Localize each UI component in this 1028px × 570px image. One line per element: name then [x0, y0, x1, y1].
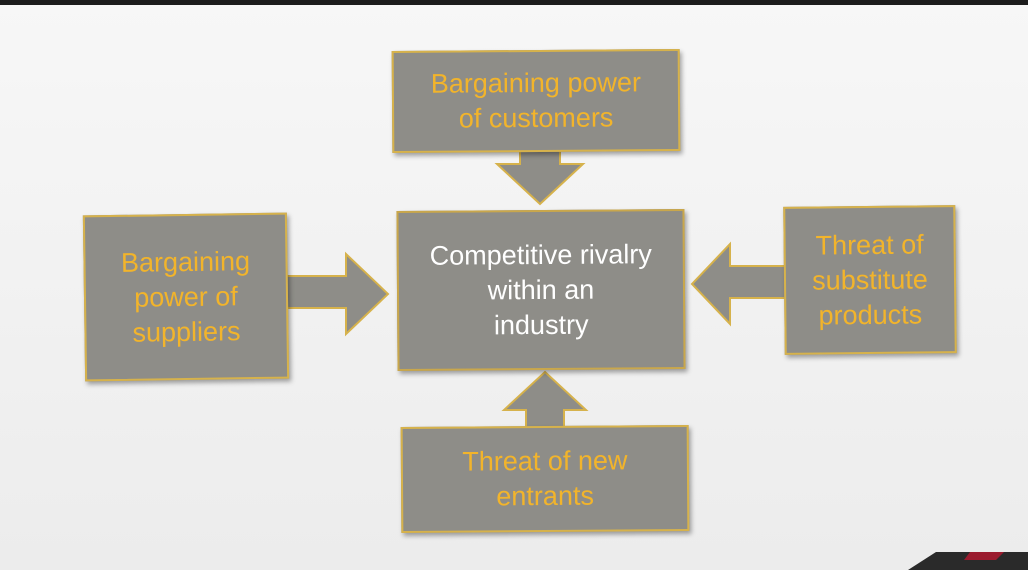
substitutes-box: Threat of substitute products	[783, 205, 957, 355]
arrow-up-from-new-entrants	[501, 370, 589, 433]
new-entrants-box: Threat of new entrants	[400, 424, 690, 534]
arrow-right-from-suppliers	[283, 251, 390, 337]
competitive-rivalry-box: Competitive rivalry within an industry	[396, 208, 686, 372]
suppliers-box: Bargaining power of suppliers	[82, 212, 290, 382]
arrow-left-from-substitutes	[690, 241, 791, 327]
arrow-down-from-customers	[494, 147, 586, 206]
customers-box: Bargaining power of customers	[391, 48, 681, 154]
top-edge-bar	[0, 0, 1028, 5]
corner-logo-mark	[908, 552, 1028, 570]
